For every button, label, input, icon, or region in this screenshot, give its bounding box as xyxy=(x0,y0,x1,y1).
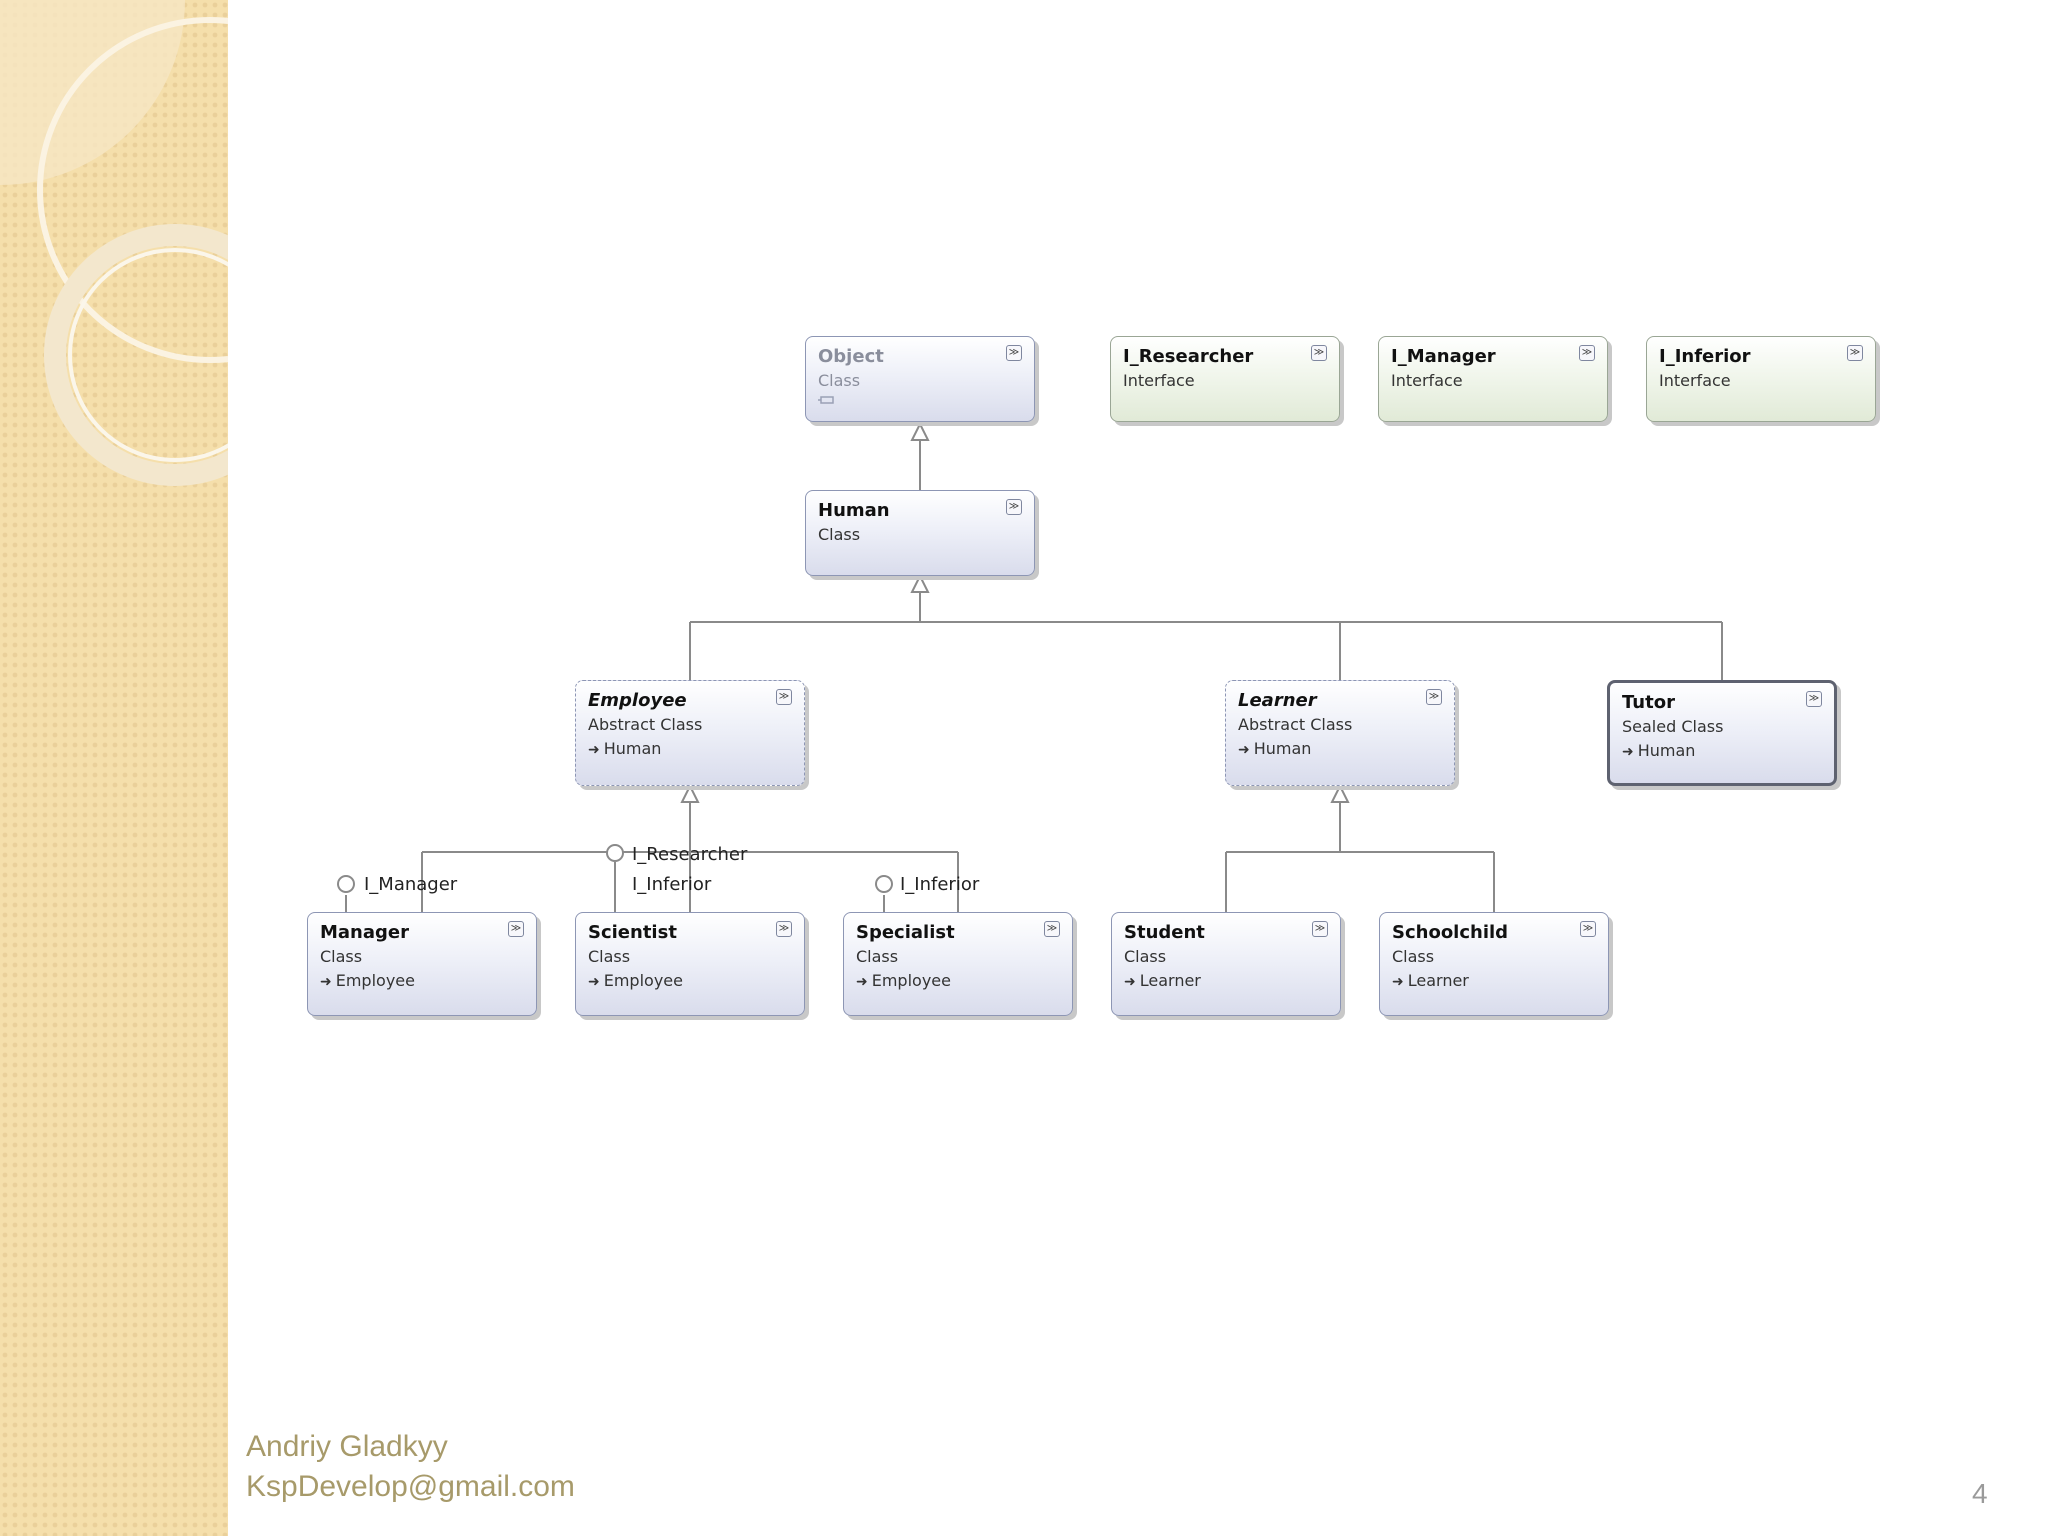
specialist-implements-label: I_Inferior xyxy=(900,874,980,895)
schoolchild-class-box[interactable]: Schoolchild Class ➜Learner ≫ xyxy=(1379,912,1609,1016)
object-collapse-icon[interactable]: ≫ xyxy=(1006,345,1022,361)
specialist-class-title: Specialist xyxy=(856,922,955,943)
i-inferior-title: I_Inferior xyxy=(1659,346,1751,367)
schoolchild-collapse-icon[interactable]: ≫ xyxy=(1580,921,1596,937)
tutor-collapse-icon[interactable]: ≫ xyxy=(1806,691,1822,707)
specialist-class-kind: Class xyxy=(856,947,899,966)
inherits-arrow-icon: ➜ xyxy=(1622,744,1634,760)
sidebar-pattern xyxy=(0,0,228,1536)
learner-class-title: Learner xyxy=(1238,690,1317,711)
i-inferior-kind: Interface xyxy=(1659,371,1731,390)
employee-class-kind: Abstract Class xyxy=(588,715,703,734)
i-researcher-title: I_Researcher xyxy=(1123,346,1254,367)
specialist-collapse-icon[interactable]: ≫ xyxy=(1044,921,1060,937)
manager-collapse-icon[interactable]: ≫ xyxy=(508,921,524,937)
human-class-box[interactable]: Human Class ≫ xyxy=(805,490,1035,576)
human-class-kind: Class xyxy=(818,525,861,544)
i-researcher-kind: Interface xyxy=(1123,371,1195,390)
i-inferior-interface-box[interactable]: I_Inferior Interface ≫ xyxy=(1646,336,1876,422)
i-manager-interface-box[interactable]: I_Manager Interface ≫ xyxy=(1378,336,1608,422)
student-class-box[interactable]: Student Class ➜Learner ≫ xyxy=(1111,912,1341,1016)
tutor-base-name: Human xyxy=(1637,741,1696,760)
schoolchild-base-name: Learner xyxy=(1407,971,1469,990)
schoolchild-class-kind: Class xyxy=(1392,947,1435,966)
scientist-collapse-icon[interactable]: ≫ xyxy=(776,921,792,937)
specialist-class-box[interactable]: Specialist Class ➜Employee ≫ xyxy=(843,912,1073,1016)
manager-base-name: Employee xyxy=(335,971,415,990)
scientist-class-title: Scientist xyxy=(588,922,677,943)
specialist-base-class: ➜Employee xyxy=(856,969,1060,994)
inherits-arrow-icon: ➜ xyxy=(1392,974,1404,990)
student-base-class: ➜Learner xyxy=(1124,969,1328,994)
footer-email: KspDevelop@gmail.com xyxy=(246,1470,575,1503)
learner-class-kind: Abstract Class xyxy=(1238,715,1353,734)
tutor-base-class: ➜Human xyxy=(1622,739,1822,764)
inherits-arrow-icon: ➜ xyxy=(1238,742,1250,758)
human-collapse-icon[interactable]: ≫ xyxy=(1006,499,1022,515)
manager-base-class: ➜Employee xyxy=(320,969,524,994)
human-class-title: Human xyxy=(818,500,890,521)
object-member-icon xyxy=(818,396,834,404)
manager-class-kind: Class xyxy=(320,947,363,966)
manager-implements-label: I_Manager xyxy=(364,874,458,895)
decorative-sidebar xyxy=(0,0,228,1536)
inherits-arrow-icon: ➜ xyxy=(320,974,332,990)
employee-base-name: Human xyxy=(603,739,662,758)
employee-base-class: ➜Human xyxy=(588,737,792,762)
object-class-title: Object xyxy=(818,346,884,367)
i-inferior-collapse-icon[interactable]: ≫ xyxy=(1847,345,1863,361)
employee-collapse-icon[interactable]: ≫ xyxy=(776,689,792,705)
inherits-arrow-icon: ➜ xyxy=(588,974,600,990)
inherits-arrow-icon: ➜ xyxy=(856,974,868,990)
scientist-class-kind: Class xyxy=(588,947,631,966)
i-manager-title: I_Manager xyxy=(1391,346,1496,367)
object-class-box[interactable]: Object Class ≫ xyxy=(805,336,1035,422)
scientist-base-class: ➜Employee xyxy=(588,969,792,994)
schoolchild-class-title: Schoolchild xyxy=(1392,922,1509,943)
manager-class-title: Manager xyxy=(320,922,409,943)
i-researcher-collapse-icon[interactable]: ≫ xyxy=(1311,345,1327,361)
tutor-class-box[interactable]: Tutor Sealed Class ➜Human ≫ xyxy=(1607,680,1837,786)
footer-author: Andriy Gladkyy xyxy=(246,1430,448,1463)
scientist-implements-label-1: I_Researcher xyxy=(632,844,748,865)
inherits-arrow-icon: ➜ xyxy=(588,742,600,758)
object-class-kind: Class xyxy=(818,371,861,390)
i-manager-kind: Interface xyxy=(1391,371,1463,390)
tutor-class-title: Tutor xyxy=(1622,692,1675,713)
specialist-base-name: Employee xyxy=(871,971,951,990)
employee-class-box[interactable]: Employee Abstract Class ➜Human ≫ xyxy=(575,680,805,786)
student-class-title: Student xyxy=(1124,922,1205,943)
scientist-implements-label-2: I_Inferior xyxy=(632,874,712,895)
student-base-name: Learner xyxy=(1139,971,1201,990)
manager-class-box[interactable]: Manager Class ➜Employee ≫ xyxy=(307,912,537,1016)
i-manager-collapse-icon[interactable]: ≫ xyxy=(1579,345,1595,361)
learner-base-name: Human xyxy=(1253,739,1312,758)
student-collapse-icon[interactable]: ≫ xyxy=(1312,921,1328,937)
learner-collapse-icon[interactable]: ≫ xyxy=(1426,689,1442,705)
page-number: 4 xyxy=(1972,1478,1988,1509)
learner-base-class: ➜Human xyxy=(1238,737,1442,762)
learner-class-box[interactable]: Learner Abstract Class ➜Human ≫ xyxy=(1225,680,1455,786)
employee-class-title: Employee xyxy=(588,690,687,711)
schoolchild-base-class: ➜Learner xyxy=(1392,969,1596,994)
scientist-class-box[interactable]: Scientist Class ➜Employee ≫ xyxy=(575,912,805,1016)
tutor-class-kind: Sealed Class xyxy=(1622,717,1724,736)
student-class-kind: Class xyxy=(1124,947,1167,966)
scientist-base-name: Employee xyxy=(603,971,683,990)
inherits-arrow-icon: ➜ xyxy=(1124,974,1136,990)
i-researcher-interface-box[interactable]: I_Researcher Interface ≫ xyxy=(1110,336,1340,422)
